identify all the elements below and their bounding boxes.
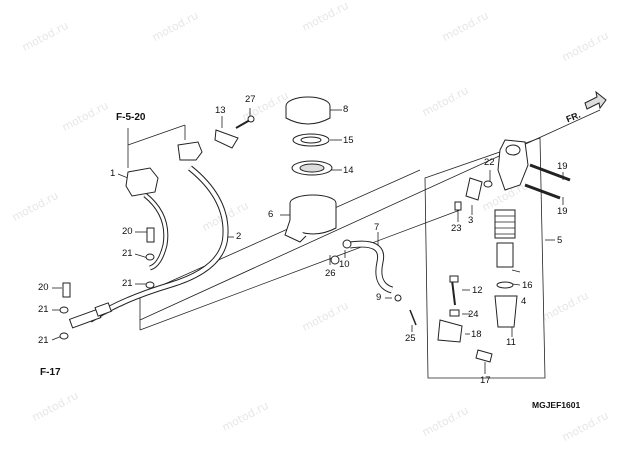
callout-18: 18 <box>471 329 482 340</box>
reservoir-cap-side <box>285 106 331 125</box>
clevis-pin <box>475 349 493 363</box>
master-cylinder-body <box>497 139 529 191</box>
screw <box>454 201 462 211</box>
callout-16: 16 <box>522 280 533 291</box>
ref-bottom: F-17 <box>40 367 61 378</box>
reservoir-stay <box>284 219 307 243</box>
brake-hose <box>88 165 229 323</box>
reservoir-hose-inner <box>349 241 393 293</box>
sealing-washer <box>145 253 155 261</box>
leader-line <box>117 173 129 179</box>
callout-5: 5 <box>557 235 563 246</box>
callout-19-bottom: 19 <box>557 206 568 217</box>
hose-bracket <box>125 167 159 197</box>
hose-joint <box>465 177 483 201</box>
lock-nut <box>449 309 460 317</box>
brake-hose-lower-inner <box>144 193 168 270</box>
cylinder-parts-box <box>424 137 546 379</box>
callout-21-c: 21 <box>38 304 49 315</box>
mounting-bolt <box>524 183 561 200</box>
callout-14: 14 <box>343 165 354 176</box>
frame-line <box>139 209 461 331</box>
callout-19-top: 19 <box>557 161 568 172</box>
hose-clamp <box>177 141 203 161</box>
ref-top: F-5-20 <box>116 112 146 123</box>
dust-boot <box>494 295 518 328</box>
callout-20-upper: 20 <box>122 226 133 237</box>
sealing-washer <box>145 281 155 289</box>
callout-12: 12 <box>472 285 483 296</box>
callout-23: 23 <box>451 223 462 234</box>
callout-21-a: 21 <box>122 248 133 259</box>
cotter-pin <box>409 309 417 326</box>
frame-line <box>139 109 601 330</box>
clevis <box>437 319 463 343</box>
callout-10: 10 <box>339 259 350 270</box>
clip <box>394 294 402 302</box>
leader-line <box>511 269 521 273</box>
clip <box>342 239 352 249</box>
callout-13: 13 <box>215 105 226 116</box>
push-rod <box>451 279 456 306</box>
circlip <box>496 281 514 289</box>
callout-20-lower: 20 <box>38 282 49 293</box>
leader-line <box>127 124 186 146</box>
callout-24: 24 <box>468 309 479 320</box>
callout-7: 7 <box>374 222 380 233</box>
sealing-washer <box>59 306 69 314</box>
spring <box>494 209 516 239</box>
oil-bolt <box>62 282 71 298</box>
callout-17: 17 <box>480 375 491 386</box>
diagram-code: MGJEF1601 <box>532 400 581 410</box>
piston <box>496 242 514 268</box>
callout-26: 26 <box>325 268 336 279</box>
clamp-plate <box>214 129 239 149</box>
callout-3: 3 <box>468 215 474 226</box>
o-ring <box>483 180 493 188</box>
bolt <box>330 255 340 265</box>
callout-2: 2 <box>236 231 242 242</box>
callout-15: 15 <box>343 135 354 146</box>
reservoir-diaphragm-inner <box>299 163 325 173</box>
master-cylinder-port <box>505 144 521 156</box>
oil-bolt <box>146 227 155 243</box>
callout-11: 11 <box>506 337 516 348</box>
reservoir-plate-inner <box>300 136 322 144</box>
callout-25: 25 <box>405 333 416 344</box>
brake-hose-inner <box>88 166 228 322</box>
reservoir-hose <box>349 240 394 294</box>
hose-fitting <box>94 302 112 317</box>
sealing-washer <box>59 332 69 340</box>
mounting-bolt <box>529 163 571 182</box>
push-rod-head <box>449 275 459 283</box>
callout-6: 6 <box>268 209 274 220</box>
bolt-27 <box>235 119 251 129</box>
callout-4: 4 <box>521 296 527 307</box>
bolt-head <box>247 115 255 123</box>
callout-27: 27 <box>245 94 256 105</box>
callout-21-d: 21 <box>38 335 49 346</box>
callout-21-b: 21 <box>122 278 133 289</box>
front-arrow-icon <box>584 90 607 110</box>
callout-22: 22 <box>484 157 495 168</box>
callout-1: 1 <box>110 168 116 179</box>
callout-9: 9 <box>376 292 382 303</box>
callout-8: 8 <box>343 104 349 115</box>
